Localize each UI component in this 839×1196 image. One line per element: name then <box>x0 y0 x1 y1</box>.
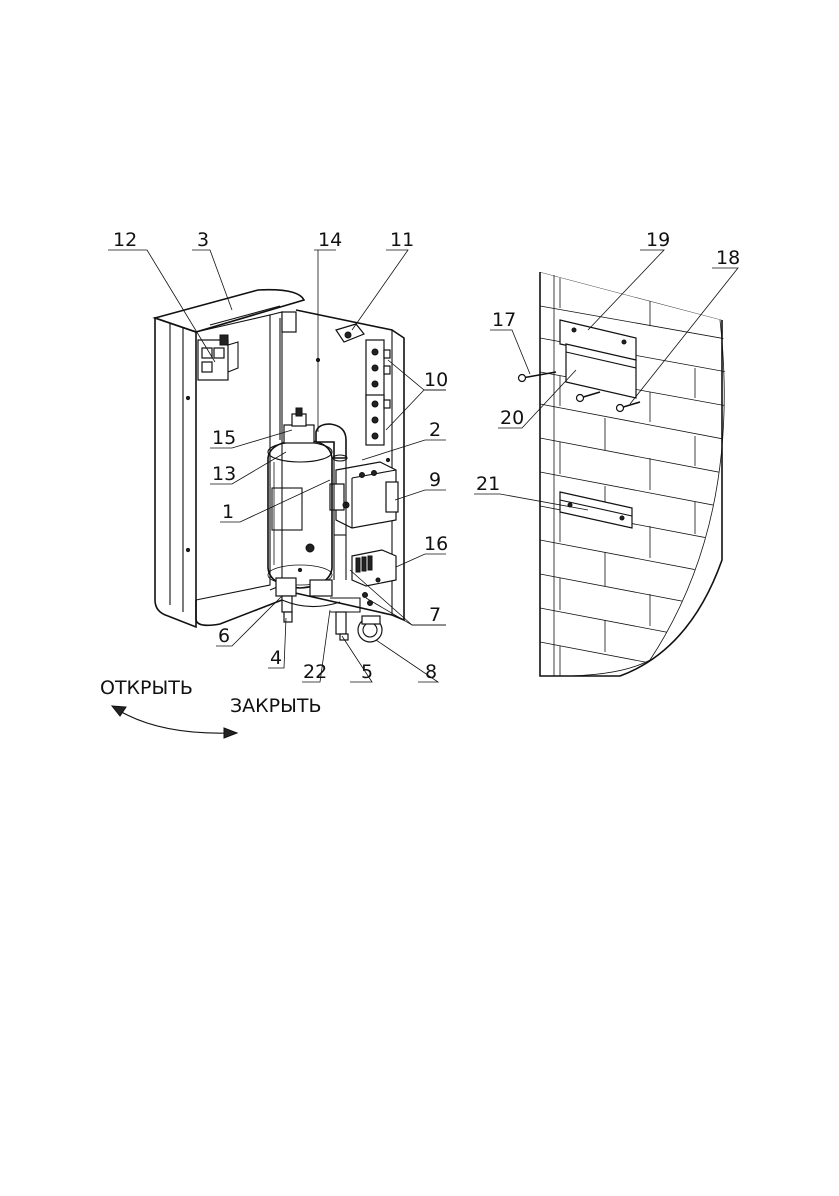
label-11: 11 <box>390 229 414 251</box>
outlet-pipe <box>333 458 347 580</box>
door-swing-arrow <box>110 705 239 739</box>
label-16: 16 <box>424 533 448 555</box>
brick-wall-detail <box>517 272 725 677</box>
label-14: 14 <box>318 229 342 251</box>
label-3: 3 <box>197 229 209 251</box>
bottom-fittings <box>195 577 383 643</box>
label-4: 4 <box>270 647 282 669</box>
label-18: 18 <box>716 247 740 269</box>
callout-numbers: 12 3 14 11 10 2 15 13 9 1 16 7 6 4 22 5 … <box>113 229 740 683</box>
label-10: 10 <box>424 369 448 391</box>
terminal-strips <box>365 339 391 446</box>
lower-mounting-plate <box>559 491 633 529</box>
cabinet-door <box>154 314 271 629</box>
captions: ОТКРЫТЬ ЗАКРЫТЬ <box>100 677 322 717</box>
label-17: 17 <box>492 309 516 331</box>
tank-top-fitting <box>283 407 348 462</box>
cabinet-cover <box>152 288 306 333</box>
label-2: 2 <box>429 419 441 441</box>
label-20: 20 <box>500 407 524 429</box>
label-12: 12 <box>113 229 137 251</box>
heater-tank <box>267 439 333 589</box>
door-terminal-block <box>197 334 239 381</box>
cabinet-assembly <box>152 288 405 643</box>
label-15: 15 <box>212 427 236 449</box>
caption-close: ЗАКРЫТЬ <box>230 695 322 717</box>
label-1: 1 <box>222 501 234 523</box>
label-6: 6 <box>218 625 230 647</box>
contactor <box>329 461 399 529</box>
label-7: 7 <box>429 604 441 626</box>
label-8: 8 <box>425 661 437 683</box>
label-13: 13 <box>212 463 236 485</box>
label-5: 5 <box>361 661 373 683</box>
label-19: 19 <box>646 229 670 251</box>
leader-lines-right <box>474 249 739 511</box>
relay <box>351 549 397 587</box>
leader-lines-left <box>108 249 446 683</box>
label-21: 21 <box>476 473 500 495</box>
caption-open: ОТКРЫТЬ <box>100 677 193 699</box>
label-9: 9 <box>429 469 441 491</box>
top-terminal <box>335 323 365 343</box>
mounting-plate <box>559 319 637 399</box>
screws <box>517 371 641 413</box>
label-22: 22 <box>303 661 327 683</box>
